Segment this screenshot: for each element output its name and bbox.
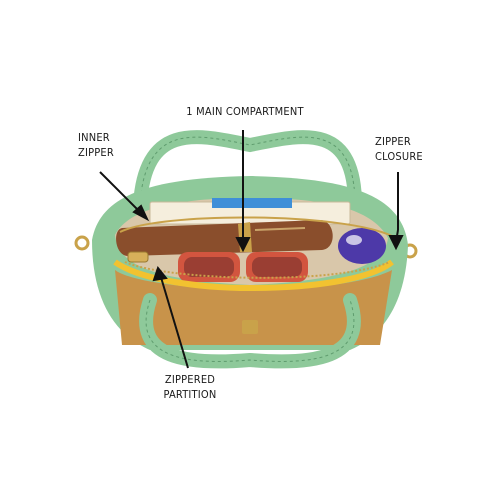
sunglasses [178, 252, 308, 282]
annotation-arrows [99, 130, 404, 369]
front-clasp [242, 320, 258, 334]
label-inner-zipper: INNER ZIPPER [78, 131, 114, 159]
partition-zipper-pull [127, 251, 149, 263]
yellow-trim [113, 259, 394, 292]
label-zippered-partition: ZIPPERED PARTITION [163, 373, 217, 401]
purple-case [338, 228, 386, 264]
zipper-closure-track [119, 216, 393, 237]
left-strap-ring [74, 235, 90, 251]
label-zipper-closure: ZIPPER CLOSURE [375, 135, 423, 163]
front-panel [115, 270, 392, 345]
label-main-compartment: 1 MAIN COMPARTMENT [186, 105, 304, 118]
